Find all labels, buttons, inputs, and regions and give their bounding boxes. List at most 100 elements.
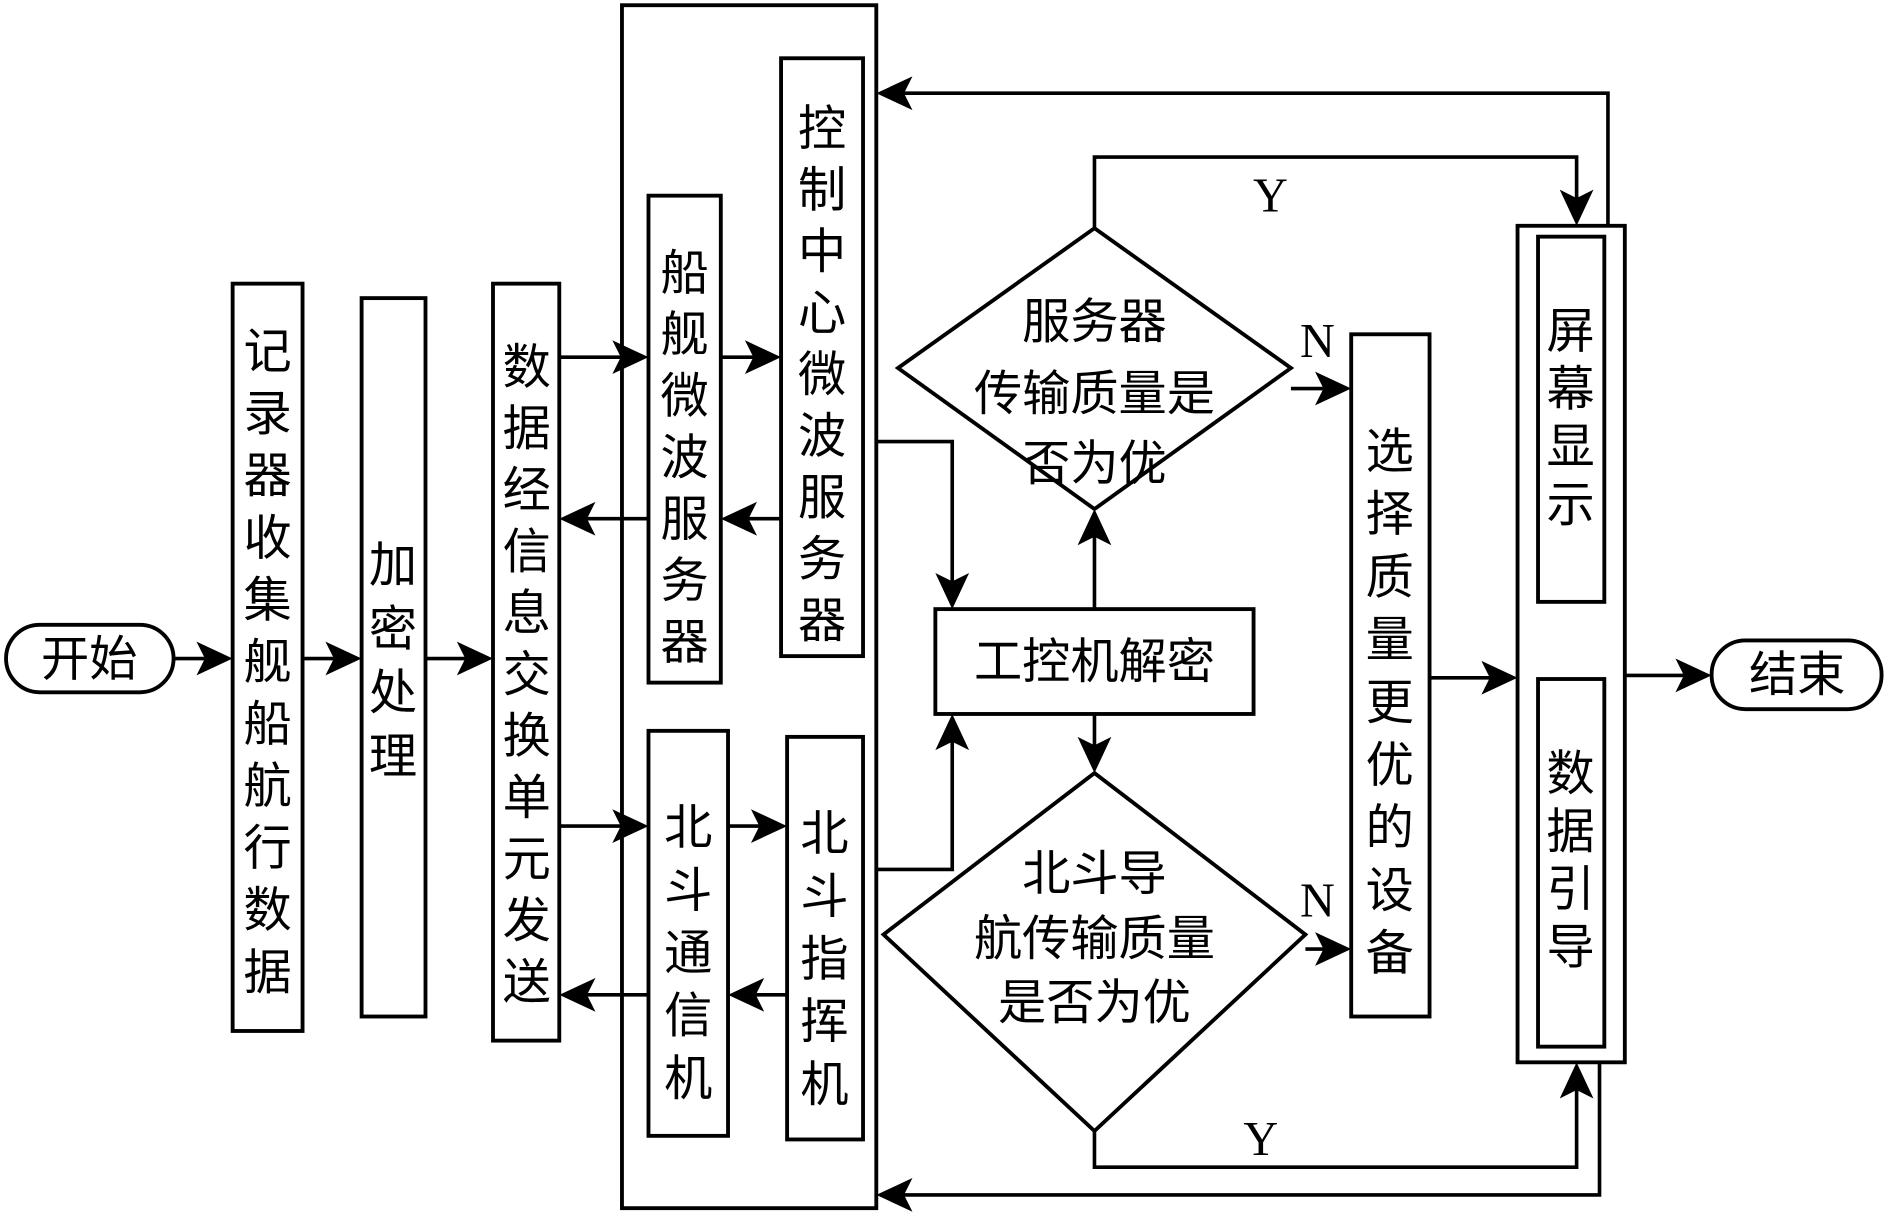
vertical-char: 加: [369, 537, 417, 593]
arrowhead-exchange-beidou-comm: [612, 809, 649, 843]
connectors: [173, 91, 1695, 1197]
vertical-char: 数: [1546, 746, 1594, 802]
beidou-comm-box: 北斗通信机: [646, 728, 730, 1138]
connector-feedback-bottom: [893, 1062, 1602, 1197]
vertical-char: 元: [503, 831, 551, 887]
vertical-char: 控: [798, 101, 846, 157]
vertical-char: 指: [800, 932, 848, 988]
end-terminal: 结束: [1709, 638, 1884, 712]
vertical-char: 屏: [1546, 304, 1594, 360]
arrowhead-control-ship-return: [720, 501, 757, 536]
vertical-char: 斗: [800, 869, 848, 925]
vertical-char: 经: [503, 463, 551, 519]
arrowhead-exchange-ship-server: [612, 340, 649, 375]
vertical-char: 通: [664, 926, 712, 982]
ship-microwave-server-label: 船舰微波服务器: [661, 246, 709, 671]
arrowhead-beidou-command-decrypt: [935, 713, 970, 751]
vertical-char: 量: [1366, 612, 1414, 668]
vertical-char: 器: [798, 593, 846, 649]
vertical-char: 单: [503, 770, 551, 826]
connector-server-yes: [1092, 155, 1579, 229]
connector-control-server-decrypt: [876, 439, 955, 594]
vertical-char: 优: [1366, 737, 1414, 793]
decrypt-label: 工控机解密: [974, 634, 1215, 690]
recorder-label: 记录器收集舰船航行数据: [243, 324, 291, 1001]
server-decision-line-2: 传输质量是: [974, 366, 1215, 422]
arrowhead-server-no: [1315, 371, 1352, 406]
vertical-char: 收: [243, 510, 291, 566]
vertical-char: 制: [798, 163, 846, 219]
arrowhead-beidou-comm-command: [750, 809, 788, 843]
arrowhead-decrypt-beidou-decision: [1077, 736, 1112, 774]
edge-label-server-yes: Y: [1253, 169, 1288, 222]
vertical-char: 机: [664, 1051, 712, 1107]
vertical-char: 波: [661, 430, 709, 486]
vertical-char: 信: [664, 988, 712, 1044]
vertical-char: 显: [1546, 419, 1594, 475]
vertical-char: 交: [503, 647, 551, 703]
vertical-char: 北: [800, 806, 848, 862]
data-guide-label: 数据引导: [1546, 746, 1594, 976]
recorder-box: 记录器收集舰船航行数据: [230, 281, 305, 1033]
vertical-char: 行: [243, 821, 291, 877]
vertical-char: 服: [661, 492, 709, 548]
edge-label-server-no: N: [1300, 315, 1335, 368]
vertical-char: 换: [503, 709, 551, 765]
vertical-char: 择: [1366, 487, 1414, 543]
decrypt-box: 工控机解密: [933, 607, 1256, 716]
vertical-char: 引: [1546, 862, 1594, 918]
vertical-char: 发: [503, 893, 551, 949]
arrowhead-recorder-encrypt: [325, 641, 362, 676]
arrowhead-beidou-no: [1315, 932, 1352, 966]
vertical-char: 器: [661, 615, 709, 671]
vertical-char: 选: [1366, 424, 1414, 480]
vertical-char: 的: [1366, 800, 1414, 856]
vertical-char: 示: [1546, 477, 1594, 533]
vertical-char: 机: [800, 1057, 848, 1113]
connector-beidou-command-decrypt: [876, 730, 955, 872]
arrowhead-server-yes: [1559, 189, 1594, 226]
vertical-char: 微: [661, 369, 709, 425]
vertical-char: 据: [503, 401, 551, 457]
server-decision-line-3: 否为优: [1022, 436, 1167, 492]
data-guide-box: 数据引导: [1536, 677, 1607, 1049]
ship-microwave-server-box: 船舰微波服务器: [646, 193, 723, 685]
connector-feedback-top: [893, 91, 1610, 226]
arrowhead-feedback-top: [876, 76, 913, 111]
vertical-char: 息: [503, 586, 551, 642]
vertical-char: 导: [1546, 919, 1594, 975]
encrypt-box: 加密处理: [359, 296, 428, 1019]
arrowhead-feedback-bottom: [876, 1178, 913, 1212]
arrowhead-select-output: [1481, 660, 1518, 695]
exchange-label: 数据经信息交换单元发送: [503, 340, 551, 1011]
vertical-char: 数: [503, 340, 551, 396]
vertical-char: 斗: [664, 863, 712, 919]
arrowhead-decrypt-server-decision: [1077, 509, 1112, 546]
vertical-char: 北: [664, 800, 712, 856]
arrowhead-beidou-comm-exchange-return: [559, 977, 596, 1012]
vertical-char: 挥: [800, 994, 848, 1050]
beidou-command-label: 北斗指挥机: [800, 806, 848, 1113]
control-center-server-label: 控制中心微波服务器: [798, 101, 846, 649]
encrypt-label: 加密处理: [369, 537, 417, 785]
vertical-char: 据: [1546, 804, 1594, 860]
vertical-char: 航: [243, 759, 291, 815]
vertical-char: 信: [503, 524, 551, 580]
vertical-char: 波: [798, 408, 846, 464]
exchange-box: 数据经信息交换单元发送: [491, 281, 562, 1043]
vertical-char: 质: [1366, 549, 1414, 605]
vertical-char: 服: [798, 470, 846, 526]
vertical-char: 密: [369, 601, 417, 657]
vertical-char: 船: [243, 696, 291, 752]
vertical-char: 舰: [243, 634, 291, 690]
vertical-char: 舰: [661, 307, 709, 363]
vertical-char: 更: [1366, 675, 1414, 731]
arrowhead-start-recorder: [196, 641, 233, 676]
vertical-char: 集: [243, 572, 291, 628]
vertical-char: 记: [243, 324, 291, 380]
screen-display-label: 屏幕显示: [1546, 304, 1594, 534]
server-decision-line-1: 服务器: [1022, 294, 1167, 350]
arrowhead-encrypt-exchange: [456, 641, 493, 676]
vertical-char: 幕: [1546, 361, 1594, 417]
arrowhead-output-end: [1675, 658, 1712, 693]
